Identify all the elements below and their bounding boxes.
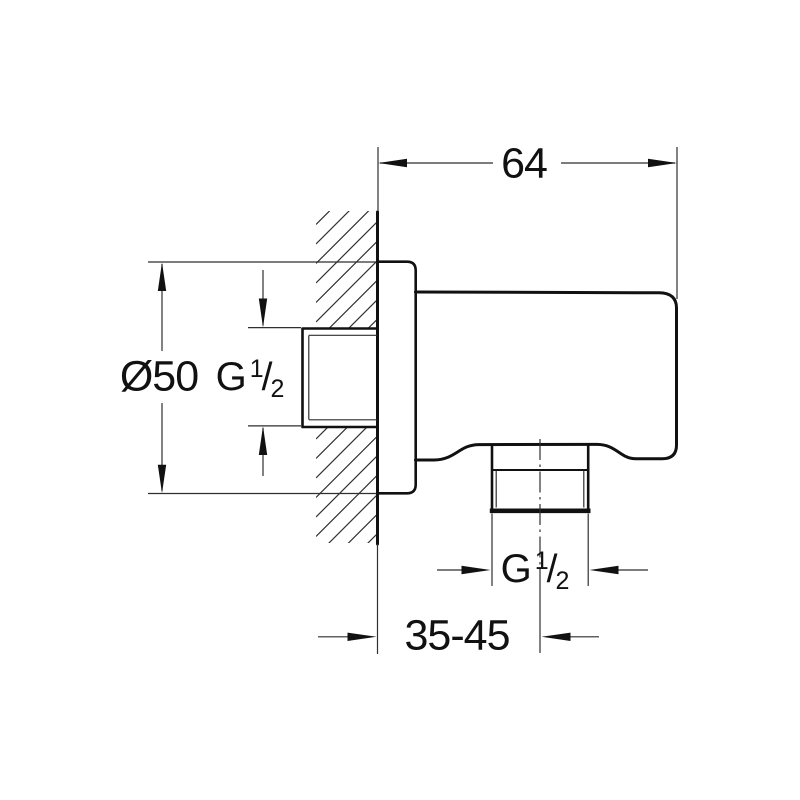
- wall-distance-dimension: [318, 632, 599, 641]
- width-dimension: [377, 147, 678, 299]
- wall-hatch: [316, 211, 379, 543]
- flange-diameter-dimension: [148, 261, 376, 495]
- inlet-thread-dimension: [248, 270, 301, 476]
- elbow-body: [414, 290, 678, 462]
- thread-numerator: 1: [249, 355, 264, 383]
- thread-letter: G: [500, 547, 532, 591]
- thread-letter: G: [215, 355, 247, 399]
- escutcheon-flange: [377, 260, 417, 495]
- thread-denominator: 2: [270, 375, 285, 403]
- thread-denominator: 2: [555, 567, 570, 595]
- thread-numerator: 1: [534, 547, 549, 575]
- flange-diameter-label: Ø50: [119, 352, 199, 401]
- wall-distance-label: 35-45: [404, 611, 511, 660]
- outlet-thread-dimension: [437, 513, 648, 586]
- thread-slash: /: [261, 356, 273, 399]
- inlet-thread-pipe: [301, 327, 379, 429]
- width-dimension-label: 64: [501, 139, 548, 188]
- thread-slash: /: [546, 548, 558, 591]
